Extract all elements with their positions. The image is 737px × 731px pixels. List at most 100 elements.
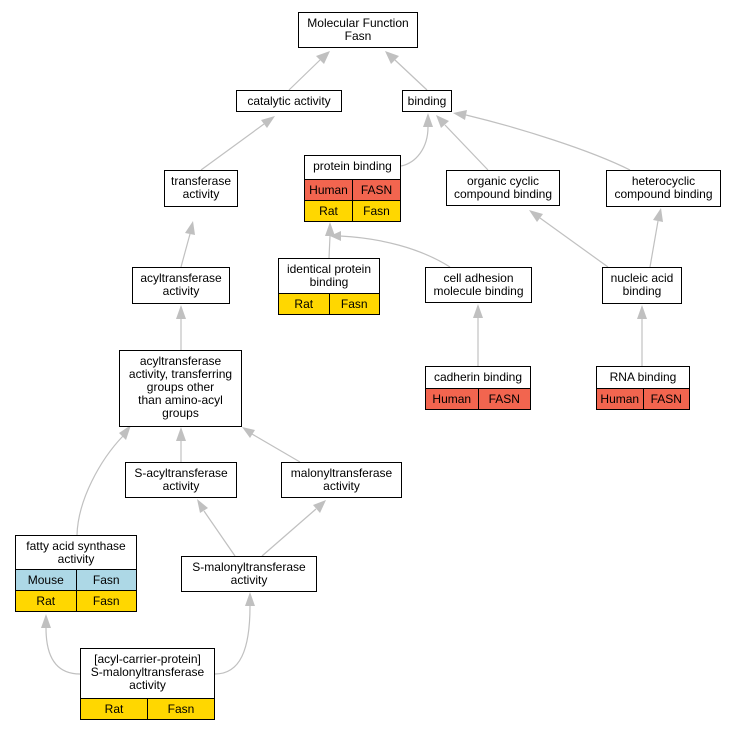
go-term-label-line: organic cyclic bbox=[466, 174, 540, 188]
annotation-species: Mouse bbox=[27, 573, 64, 587]
annotation-gene[interactable]: Fasn bbox=[75, 570, 137, 590]
annotation-gene[interactable]: FASN bbox=[352, 180, 400, 200]
go-term-label-line: S-malonyltransferase bbox=[90, 665, 205, 679]
annotation-species: Human bbox=[309, 183, 348, 197]
go-term-label-line: S-malonyltransferase bbox=[192, 560, 306, 574]
edge-s-acyltransferase-to-acyltransferase-non-amino bbox=[176, 427, 186, 462]
annotation-row-rat: Rat Fasn bbox=[16, 590, 136, 611]
edge-nucleic-acid-to-organic-cyclic bbox=[529, 210, 609, 268]
annotation-gene[interactable]: FASN bbox=[642, 389, 690, 409]
edge-nucleic-acid-to-heterocyclic bbox=[649, 208, 663, 268]
go-term-label-line: activity bbox=[162, 479, 200, 493]
edge-line bbox=[76, 435, 124, 536]
go-term-label-line: Molecular Function bbox=[307, 16, 409, 30]
edge-arrowhead bbox=[330, 231, 341, 241]
edge-binding-to-mf bbox=[385, 51, 428, 91]
edge-line bbox=[539, 217, 609, 268]
edge-catalytic-to-mf bbox=[288, 51, 330, 91]
edge-arrowhead bbox=[197, 499, 208, 513]
edge-line bbox=[251, 433, 301, 463]
go-term-label-line: activity bbox=[162, 284, 200, 298]
edge-arrowhead bbox=[473, 304, 483, 318]
edge-organic-cyclic-to-binding bbox=[436, 115, 489, 171]
go-term-label: protein binding bbox=[305, 156, 400, 179]
annotation-gene[interactable]: Fasn bbox=[147, 699, 214, 719]
edge-acp-s-malonyltransferase-to-s-malonyltransferase bbox=[214, 592, 255, 675]
edge-acyltransferase-non-amino-to-acyltransferase bbox=[176, 305, 186, 350]
go-term-label-line: activity bbox=[182, 187, 220, 201]
edge-arrowhead bbox=[529, 210, 543, 222]
edge-arrowhead bbox=[325, 222, 335, 236]
annotation-row-rat: Rat Fasn bbox=[305, 200, 400, 221]
go-term-label-line: binding bbox=[309, 275, 349, 289]
edge-transferase-to-catalytic bbox=[200, 116, 275, 171]
go-term-label-line: activity bbox=[129, 678, 166, 692]
edge-arrowhead bbox=[245, 592, 255, 606]
go-term-label-line: molecule binding bbox=[433, 284, 524, 298]
edge-fatty-acid-synthase-to-acyltransferase-non-amino bbox=[76, 425, 131, 536]
edge-malonyltransferase-to-acyltransferase-non-amino bbox=[242, 427, 301, 463]
go-term-label-line: groups bbox=[162, 406, 199, 420]
edge-arrowhead bbox=[423, 113, 433, 127]
go-term-label-line: fatty acid synthase bbox=[26, 539, 126, 553]
edge-acyltransferase-to-transferase bbox=[180, 221, 195, 268]
go-term-label-line: acyltransferase bbox=[140, 271, 222, 285]
annotation-gene[interactable]: FASN bbox=[477, 389, 531, 409]
edge-arrowhead bbox=[316, 51, 330, 64]
edge-line bbox=[400, 126, 429, 167]
annotation-species: Rat bbox=[319, 204, 338, 218]
go-term-label-line: protein binding bbox=[313, 159, 392, 173]
edge-cadherin-to-cell-adhesion bbox=[473, 304, 483, 366]
edge-arrowhead bbox=[41, 614, 51, 628]
edge-line bbox=[394, 59, 428, 91]
edge-layer bbox=[41, 51, 663, 675]
annotation-gene[interactable]: Fasn bbox=[352, 201, 400, 221]
edge-line bbox=[288, 59, 321, 91]
go-term-acp-s-malonyltransferase[interactable]: [acyl-carrier-protein]S-malonyltransfera… bbox=[80, 648, 215, 720]
edge-line bbox=[339, 235, 451, 268]
annotation-gene[interactable]: Fasn bbox=[75, 591, 137, 611]
go-term-label-line: RNA binding bbox=[609, 370, 677, 384]
go-term-label-line: activity bbox=[230, 573, 268, 587]
go-term-label-line: nucleic acid bbox=[610, 271, 674, 285]
go-term-label-line: cell adhesion bbox=[443, 271, 514, 285]
go-term-catalytic[interactable]: catalytic activity bbox=[236, 90, 342, 112]
go-term-label-line: cadherin binding bbox=[433, 370, 523, 384]
annotation-gene[interactable]: Fasn bbox=[328, 294, 380, 314]
annotation-row-mouse: Mouse Fasn bbox=[16, 569, 136, 590]
go-term-binding[interactable]: binding bbox=[402, 90, 452, 112]
go-term-label-line: than amino-acyl bbox=[138, 393, 223, 407]
edge-line bbox=[180, 233, 191, 268]
annotation-species: Rat bbox=[36, 594, 56, 608]
go-term-label-line: catalytic activity bbox=[247, 94, 331, 108]
edge-line bbox=[649, 220, 659, 268]
edge-line bbox=[203, 510, 236, 557]
edge-arrowhead bbox=[436, 115, 449, 128]
edge-acp-s-malonyltransferase-to-fatty-acid-synthase bbox=[41, 614, 81, 675]
